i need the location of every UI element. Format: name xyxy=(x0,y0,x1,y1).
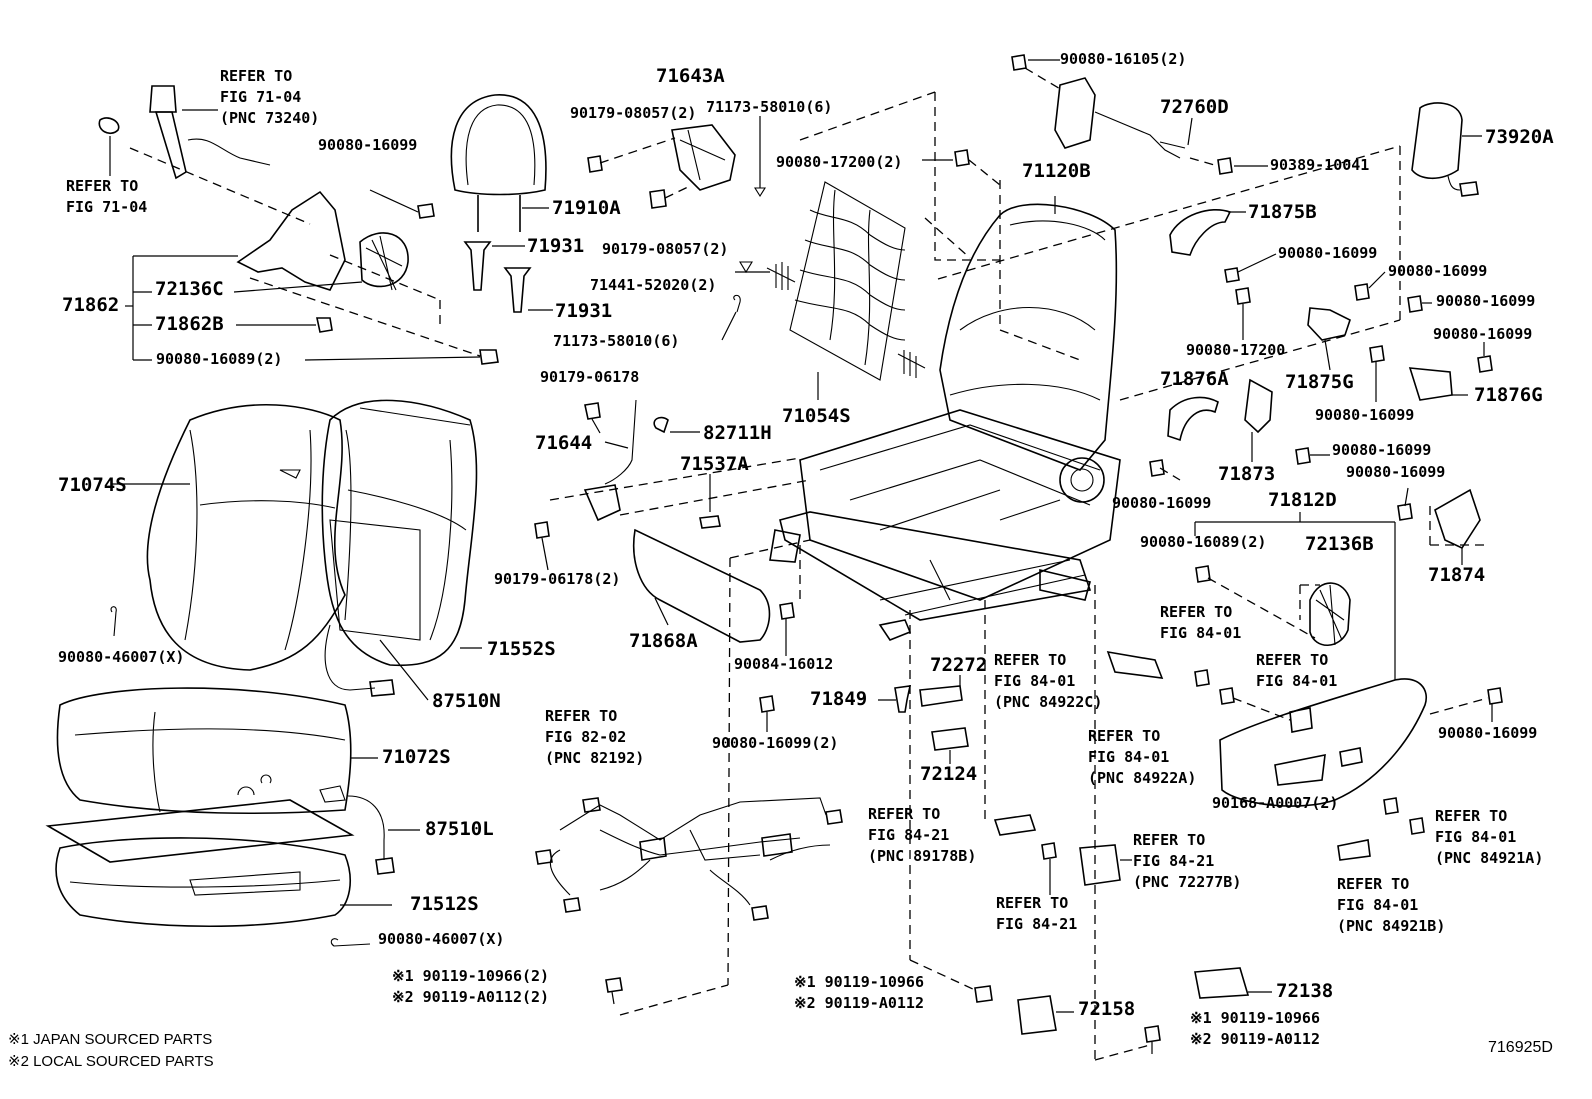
part-label-71512S: 71512S xyxy=(410,893,479,915)
part-label-90080-17200-2: 90080-17200(2) xyxy=(776,153,903,171)
part-label-72136B: 72136B xyxy=(1305,533,1374,555)
bolt-note-90119-2: ※1 90119-10966(2) ※2 90119-A0112(2) xyxy=(392,967,550,1006)
refer-fig-84-21: REFER TO FIG 84-21 xyxy=(996,894,1078,933)
refer-fig-84-01-pnc-84921A: REFER TO FIG 84-01 (PNC 84921A) xyxy=(1435,807,1544,867)
refer-fig-84-01-a: REFER TO FIG 84-01 xyxy=(1160,603,1242,642)
part-label-71874: 71874 xyxy=(1428,564,1486,586)
bolt-note-90119-center: ※1 90119-10966 ※2 90119-A0112 xyxy=(794,973,924,1012)
part-label-90080-16099-rb3: 90080-16099 xyxy=(1436,292,1536,310)
part-label-73920A: 73920A xyxy=(1485,126,1554,148)
part-label-71537A: 71537A xyxy=(680,453,749,475)
part-label-71875G: 71875G xyxy=(1285,371,1354,393)
part-label-71931-a: 71931 xyxy=(527,235,585,257)
part-label-90080-16099-rb7: 90080-16099 xyxy=(1346,463,1446,481)
part-label-90389-10041: 90389-10041 xyxy=(1270,156,1370,174)
part-label-72124: 72124 xyxy=(920,763,978,785)
refer-fig-84-01-pnc-84922A: REFER TO FIG 84-01 (PNC 84922A) xyxy=(1088,727,1197,787)
part-label-90179-08057-b: 90179-08057(2) xyxy=(602,240,729,258)
part-label-90179-06178-2: 90179-06178(2) xyxy=(494,570,621,588)
part-label-72760D: 72760D xyxy=(1160,96,1229,118)
part-label-90080-16099-rb1: 90080-16099 xyxy=(1278,244,1378,262)
refer-fig-84-01-b: REFER TO FIG 84-01 xyxy=(1256,651,1338,690)
part-label-90080-16099-rb4: 90080-16099 xyxy=(1433,325,1533,343)
part-label-90080-16089-l: 90080-16089(2) xyxy=(156,350,283,368)
part-label-90080-16099-rb9: 90080-16099 xyxy=(1438,724,1538,742)
part-label-90080-16099-tl: 90080-16099 xyxy=(318,136,418,154)
part-label-71643A: 71643A xyxy=(656,65,725,87)
part-label-90084-16012: 90084-16012 xyxy=(734,655,834,673)
part-label-90080-46007-a: 90080-46007(X) xyxy=(58,648,185,666)
refer-fig-84-21-pnc-72277B: REFER TO FIG 84-21 (PNC 72277B) xyxy=(1133,831,1242,891)
part-label-82711H: 82711H xyxy=(703,422,772,444)
part-label-87510N: 87510N xyxy=(432,690,501,712)
refer-fig-84-01-pnc-84922C: REFER TO FIG 84-01 (PNC 84922C) xyxy=(994,651,1103,711)
part-label-72158: 72158 xyxy=(1078,998,1136,1020)
part-label-71849: 71849 xyxy=(810,688,868,710)
part-label-90080-16099-rb5: 90080-16099 xyxy=(1315,406,1415,424)
part-label-71875B: 71875B xyxy=(1248,201,1317,223)
part-label-90080-46007-b: 90080-46007(X) xyxy=(378,930,505,948)
bolt-note-90119-right: ※1 90119-10966 ※2 90119-A0112 xyxy=(1190,1009,1320,1048)
part-label-71862: 71862 xyxy=(62,294,120,316)
part-label-90080-16099-rb8: 90080-16099 xyxy=(1112,494,1212,512)
part-label-90179-06178: 90179-06178 xyxy=(540,368,640,386)
part-label-71873: 71873 xyxy=(1218,463,1276,485)
part-label-90080-16105: 90080-16105(2) xyxy=(1060,50,1187,68)
part-label-71552S: 71552S xyxy=(487,638,556,660)
part-label-90080-17200: 90080-17200 xyxy=(1186,341,1286,359)
part-label-72138: 72138 xyxy=(1276,980,1334,1002)
part-label-71876A: 71876A xyxy=(1160,368,1229,390)
refer-fig-71-04-pnc-73240: REFER TO FIG 71-04 (PNC 73240) xyxy=(220,67,320,127)
part-label-71074S: 71074S xyxy=(58,474,127,496)
part-label-87510L: 87510L xyxy=(425,818,494,840)
part-label-71910A: 71910A xyxy=(552,197,621,219)
figure-id: 716925D xyxy=(1488,1039,1553,1056)
part-label-72136C: 72136C xyxy=(155,278,224,300)
part-label-90080-16099-2: 90080-16099(2) xyxy=(712,734,839,752)
part-label-71931-b: 71931 xyxy=(555,300,613,322)
refer-fig-84-21-pnc-89178B: REFER TO FIG 84-21 (PNC 89178B) xyxy=(868,805,977,865)
part-label-90080-16099-rb2: 90080-16099 xyxy=(1388,262,1488,280)
part-label-90080-16089-r: 90080-16089(2) xyxy=(1140,533,1267,551)
refer-fig-82-02-pnc-82192: REFER TO FIG 82-02 (PNC 82192) xyxy=(545,707,645,767)
footnote-local-sourced: ※2 LOCAL SOURCED PARTS xyxy=(8,1053,214,1070)
footnote-japan-sourced: ※1 JAPAN SOURCED PARTS xyxy=(8,1031,213,1048)
headrest-drawing xyxy=(450,94,547,232)
part-label-71644: 71644 xyxy=(535,432,593,454)
part-label-90179-08057-a: 90179-08057(2) xyxy=(570,104,697,122)
part-label-71173-58010-a: 71173-58010(6) xyxy=(706,98,833,116)
part-label-71054S: 71054S xyxy=(782,405,851,427)
part-label-71862B: 71862B xyxy=(155,313,224,335)
part-label-90168-A0007: 90168-A0007(2) xyxy=(1212,794,1339,812)
part-label-71441-52020: 71441-52020(2) xyxy=(590,276,717,294)
refer-fig-84-01-pnc-84921B: REFER TO FIG 84-01 (PNC 84921B) xyxy=(1337,875,1446,935)
part-label-72272: 72272 xyxy=(930,654,988,676)
part-label-90080-16099-rb6: 90080-16099 xyxy=(1332,441,1432,459)
refer-fig-71-04: REFER TO FIG 71-04 xyxy=(66,177,148,216)
part-label-71120B: 71120B xyxy=(1022,160,1091,182)
part-label-71173-58010-b: 71173-58010(6) xyxy=(553,332,680,350)
part-label-71072S: 71072S xyxy=(382,746,451,768)
part-label-71812D: 71812D xyxy=(1268,489,1337,511)
part-label-71868A: 71868A xyxy=(629,630,698,652)
part-label-71876G: 71876G xyxy=(1474,384,1543,406)
